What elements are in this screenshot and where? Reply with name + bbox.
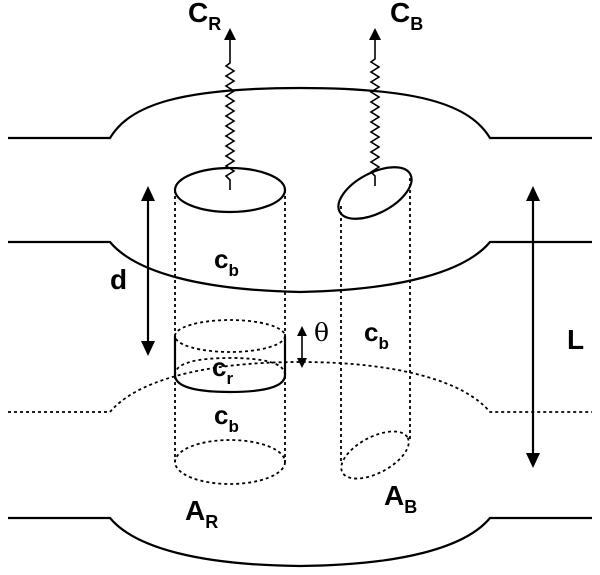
cylinder-b-top — [337, 166, 413, 220]
label-ab-sub: B — [404, 497, 417, 517]
cylinder-b-bottom — [340, 430, 410, 480]
label-l: L — [567, 324, 584, 355]
label-cr-sub: R — [208, 14, 221, 34]
label-cr-lower-main: c — [212, 352, 226, 382]
l-arrow-top — [526, 186, 540, 201]
label-cb-right: cb — [364, 317, 389, 353]
label-ar-main: A — [185, 495, 205, 526]
theta-arrow-top — [297, 326, 307, 336]
d-arrow-top — [141, 186, 155, 201]
label-cb-top-left-sub: b — [228, 261, 238, 280]
label-cr-lower: cr — [212, 352, 233, 388]
label-cb-right-main: c — [364, 317, 378, 347]
label-cb-sub: B — [410, 14, 423, 34]
label-ar-sub: R — [205, 512, 218, 532]
label-cr-main: C — [188, 0, 208, 28]
label-cb-lower-left-sub: b — [228, 417, 238, 436]
spring-r-arrowhead — [224, 28, 236, 40]
spring-b-arrowhead — [369, 28, 381, 40]
bottom-boundary — [8, 516, 592, 568]
middle-boundary — [8, 240, 592, 294]
label-ab-main: A — [384, 480, 404, 511]
label-cb-lower-left-main: c — [214, 400, 228, 430]
label-cb-main: C — [390, 0, 410, 28]
label-cb-top-left: cb — [214, 244, 239, 280]
label-cb-top-left-main: c — [214, 244, 228, 274]
lower-dotted-boundary — [8, 361, 592, 413]
inner-cylinder-bottom-back — [174, 357, 286, 376]
l-arrow-bottom — [526, 453, 540, 468]
d-arrow-bottom — [141, 341, 155, 356]
label-ab: AB — [384, 480, 417, 517]
inner-cylinder-top — [174, 319, 286, 353]
label-ar: AR — [185, 495, 218, 532]
inner-cylinder-bottom-front — [173, 374, 287, 394]
label-cb: CB — [390, 0, 423, 34]
label-d: d — [110, 264, 127, 295]
label-cr-lower-sub: r — [226, 369, 233, 388]
cylinder-r-bottom — [174, 439, 286, 485]
spring-r — [224, 36, 236, 190]
top-boundary — [8, 86, 592, 140]
spring-b — [369, 36, 381, 186]
label-cb-lower-left: cb — [214, 400, 239, 436]
label-cb-right-sub: b — [378, 334, 388, 353]
label-cr: CR — [188, 0, 221, 34]
label-theta: θ — [314, 318, 329, 347]
theta-arrow-bottom — [297, 358, 307, 368]
